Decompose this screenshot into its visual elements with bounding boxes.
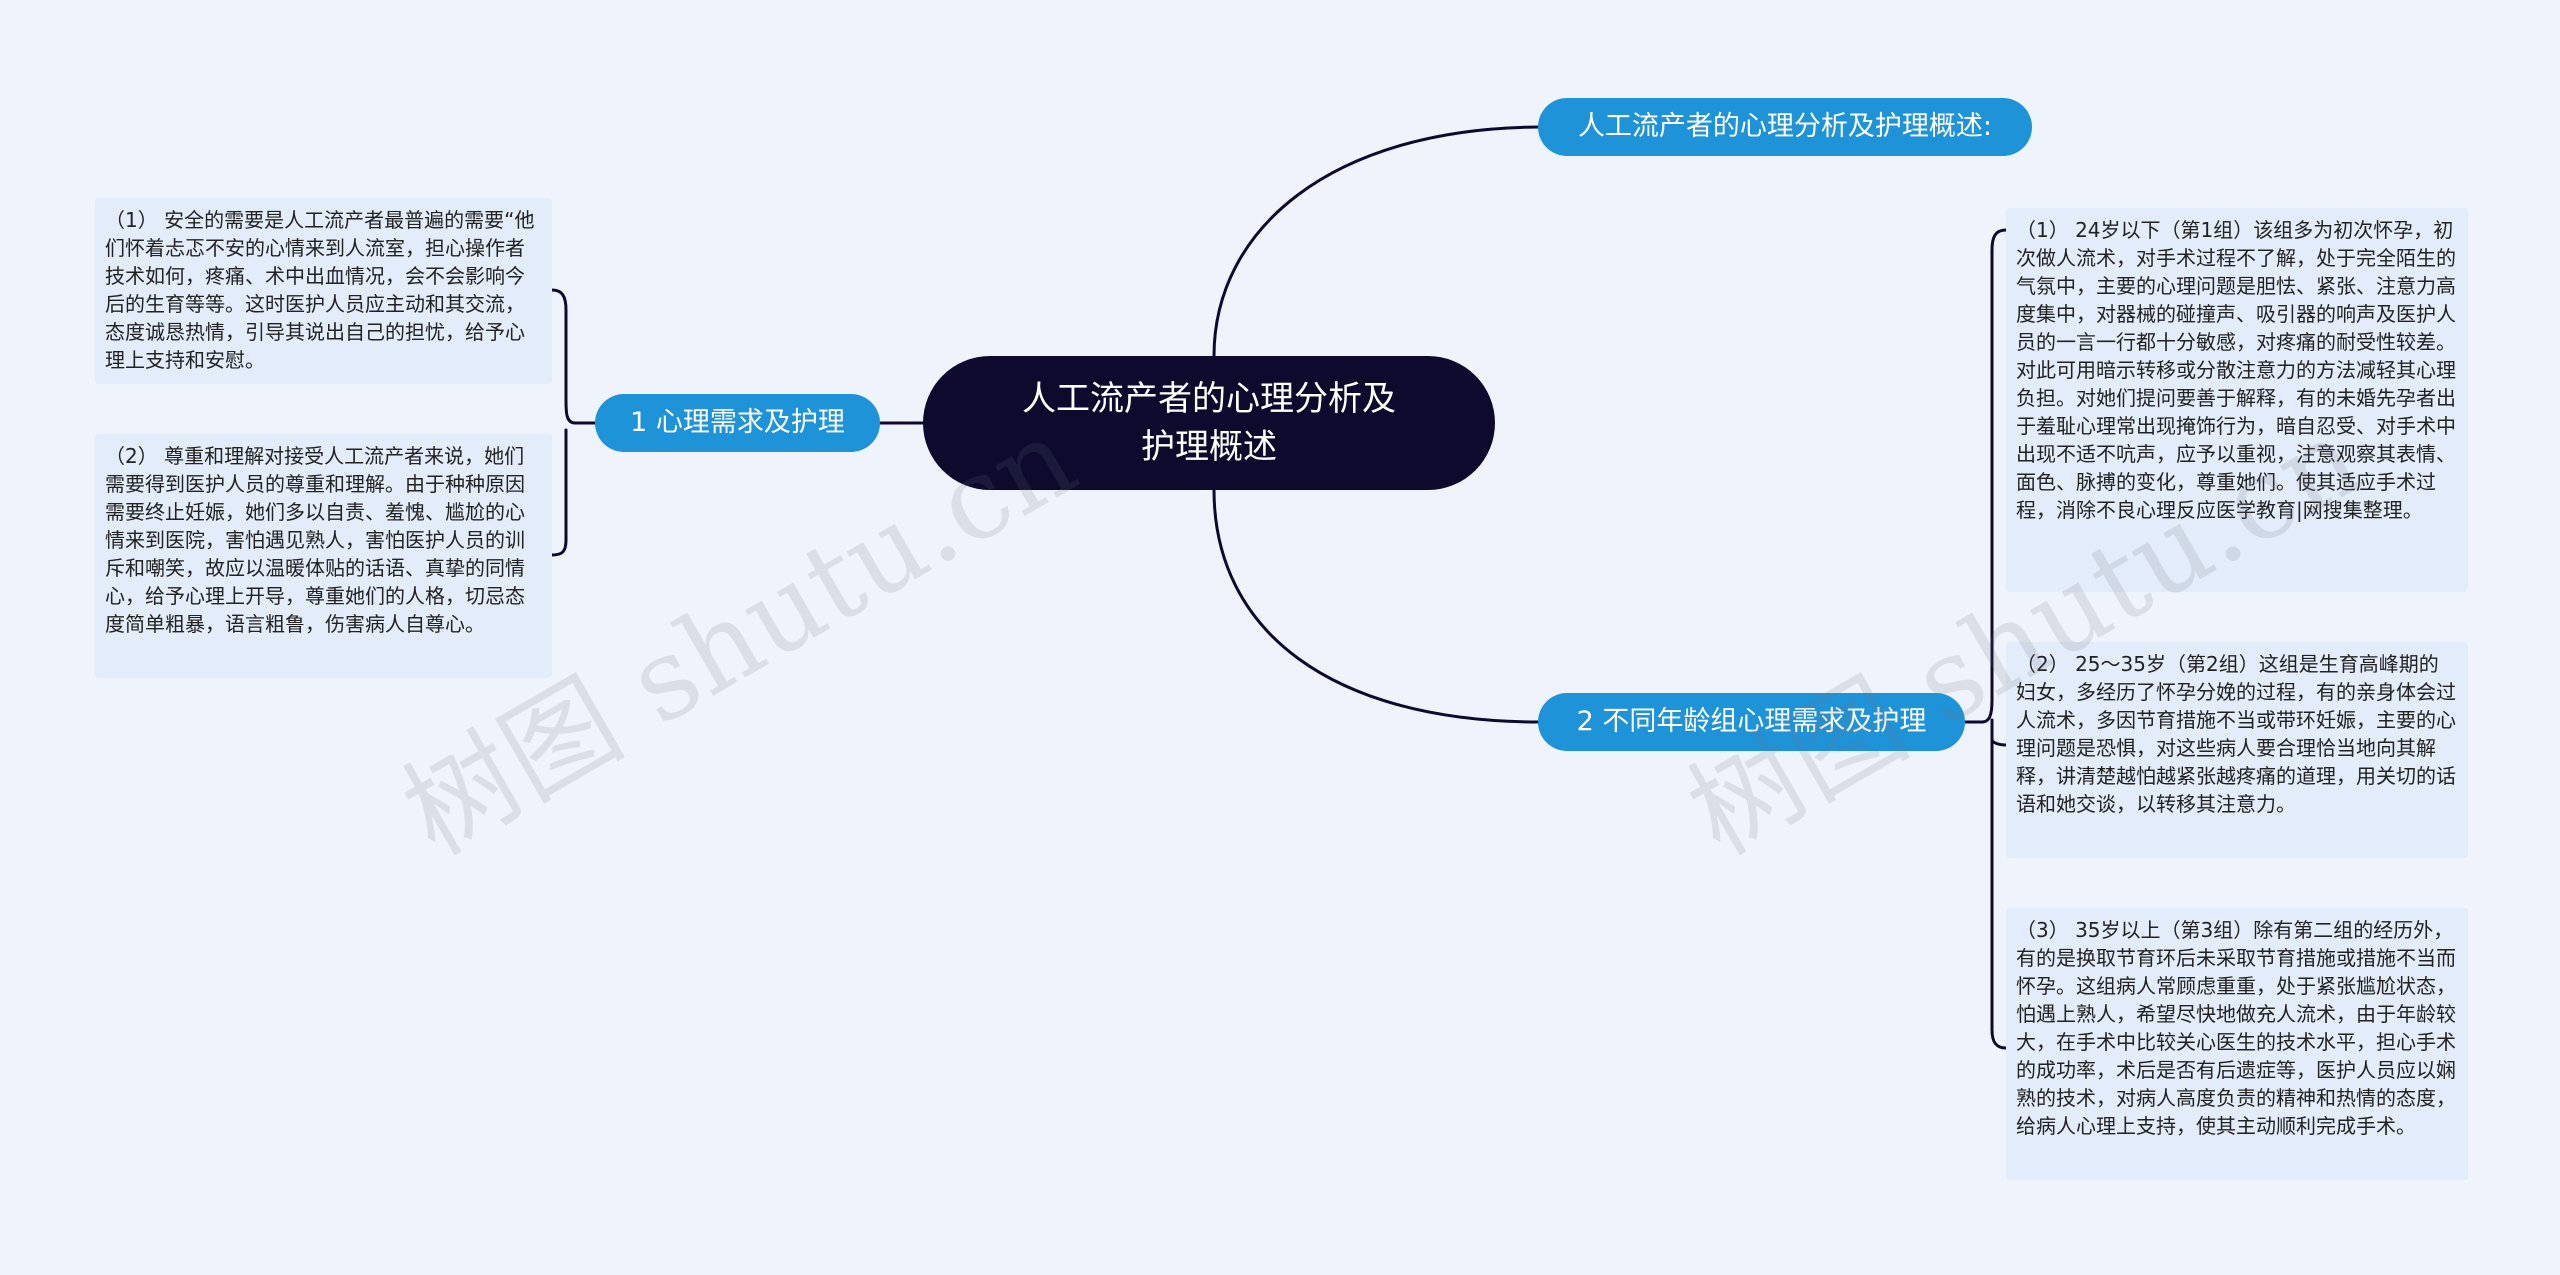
leaf-age-group-1[interactable]: （1） 24岁以下（第1组）该组多为初次怀孕，初次做人流术，对手术过程不了解，处… (2006, 208, 2468, 592)
leaf-respect-need[interactable]: （2） 尊重和理解对接受人工流产者来说，她们需要得到医护人员的尊重和理解。由于种… (95, 434, 552, 678)
connector-root-to-summary (1212, 125, 1542, 358)
branch-psychological-needs[interactable]: 1 心理需求及护理 (595, 394, 880, 452)
leaf-age-group-3[interactable]: （3） 35岁以上（第3组）除有第二组的经历外，有的是换取节育环后未采取节育措施… (2006, 908, 2468, 1180)
branch-age-groups[interactable]: 2 不同年龄组心理需求及护理 (1538, 693, 1965, 751)
connector-age-groups-to-leaves (1963, 228, 2008, 1050)
leaf-age-group-2[interactable]: （2） 25～35岁（第2组）这组是生育高峰期的妇女，多经历了怀孕分娩的过程，有… (2006, 642, 2468, 858)
connector-root-to-age-groups (1212, 488, 1542, 724)
connector-needs-to-leaves (550, 288, 597, 557)
leaf-safety-need[interactable]: （1） 安全的需要是人工流产者最普遍的需要“他们怀着忐忑不安的心情来到人流室，担… (95, 198, 552, 384)
root-topic[interactable]: 人工流产者的心理分析及 护理概述 (923, 356, 1495, 490)
branch-summary[interactable]: 人工流产者的心理分析及护理概述: (1538, 98, 2032, 156)
